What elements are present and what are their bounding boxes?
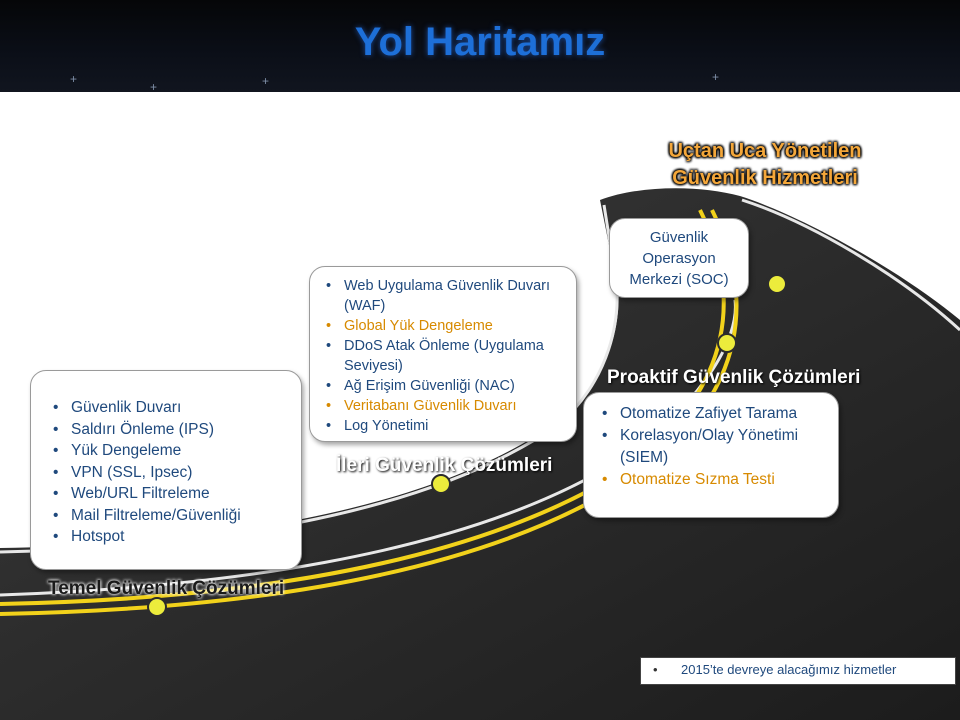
list-item: DDoS Atak Önleme (Uygulama Seviyesi) [318,336,570,376]
list-item: Hotspot [45,526,293,548]
milestone-dot [717,333,737,353]
managed-services-banner: Uçtan Uca Yönetilen Güvenlik Hizmetleri [668,140,862,189]
list-item: Log Yönetimi [318,416,570,436]
list-item: Saldırı Önleme (IPS) [45,419,293,441]
list-item: Global Yük Dengeleme [318,316,570,336]
sparkle-decoration: + [262,74,270,88]
sparkle-decoration: + [712,70,720,84]
page-title: Yol Haritamız [354,20,606,64]
list-item: Yük Dengeleme [45,440,293,462]
soc-text: Güvenlik Operasyon Merkezi (SOC) [629,229,729,288]
milestone-dot [767,274,787,294]
list-item: Güvenlik Duvarı [45,397,293,419]
road-center-line [0,209,726,606]
list-item: Ağ Erişim Güvenliği (NAC) [318,376,570,396]
proactive-solutions-label: Proaktif Güvenlik Çözümleri [607,367,861,388]
list-item: Mail Filtreleme/Güvenliği [45,505,293,527]
advanced-solutions-label: İleri Güvenlik Çözümleri [336,455,553,476]
list-item: Otomatize Zafiyet Tarama [594,403,832,425]
soc-box: Güvenlik Operasyon Merkezi (SOC) [609,218,749,298]
list-item: Korelasyon/Olay Yönetimi (SIEM) [594,425,832,469]
proactive-solutions-box: Otomatize Zafiyet Tarama Korelasyon/Olay… [583,392,839,518]
sparkle-decoration: + [70,72,78,86]
legend-bullet-icon: • [653,662,658,677]
header-band: + + + + [0,0,960,92]
basic-solutions-label: Temel Güvenlik Çözümleri [48,578,285,599]
road-edge-line [0,299,737,597]
basic-solutions-box: Güvenlik Duvarı Saldırı Önleme (IPS) Yük… [30,370,302,570]
milestone-dot [431,474,451,494]
legend-box: • 2015’te devreye alacağımız hizmetler [640,657,956,685]
road-center-line [0,209,739,616]
legend-text: 2015’te devreye alacağımız hizmetler [681,662,897,677]
road-edge-line [741,198,960,332]
list-item: VPN (SSL, Ipsec) [45,462,293,484]
list-item: Web/URL Filtreleme [45,483,293,505]
list-item: Web Uygulama Güvenlik Duvarı (WAF) [318,276,570,316]
advanced-solutions-box: Web Uygulama Güvenlik Duvarı (WAF) Globa… [309,266,577,442]
list-item: Veritabanı Güvenlik Duvarı [318,396,570,416]
milestone-dot [147,597,167,617]
sparkle-decoration: + [150,80,158,92]
list-item: Otomatize Sızma Testi [594,469,832,491]
